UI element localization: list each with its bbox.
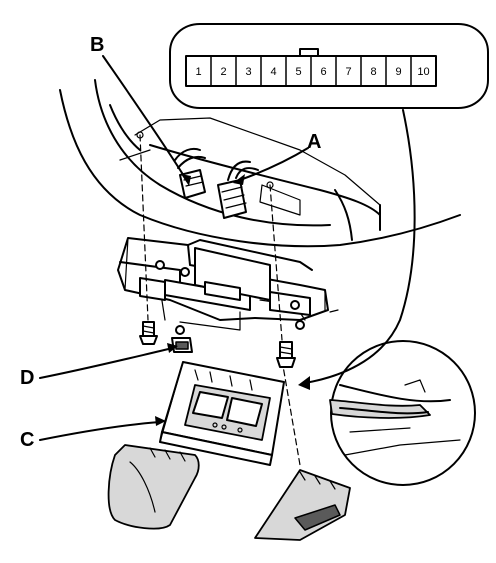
leader-lines [39, 55, 416, 441]
console-bracket [117, 237, 339, 335]
callout-a: A [307, 131, 321, 153]
map-light-housing [159, 361, 285, 466]
pin-number-4: 4 [270, 66, 276, 78]
harness-connectors [136, 131, 301, 219]
pin-number-10: 10 [417, 66, 429, 78]
pin-number-1: 1 [195, 66, 201, 78]
pin-number-6: 6 [320, 66, 326, 78]
connector-pinout-bubble: 1 2 3 4 5 6 7 8 9 10 [169, 23, 489, 109]
pin-number-5: 5 [295, 66, 301, 78]
pin-number-2: 2 [220, 66, 226, 78]
callout-c: C [20, 429, 34, 451]
pin-number-8: 8 [370, 66, 376, 78]
screw-right-icon [276, 341, 296, 368]
pin-number-7: 7 [345, 66, 351, 78]
pin-number-3: 3 [245, 66, 251, 78]
clip-d-icon [171, 337, 193, 353]
lens-cover-left [107, 444, 200, 530]
callout-d: D [20, 367, 34, 389]
roof-panel [59, 79, 461, 248]
screw-left-icon [139, 321, 158, 345]
pin-number-9: 9 [395, 66, 401, 78]
lens-cover-right [254, 469, 351, 541]
detail-magnifier-circle [329, 340, 476, 486]
connector-pin-row: 1 2 3 4 5 6 7 8 9 10 [195, 56, 430, 86]
callout-labels: B A D C [20, 34, 321, 451]
callout-b: B [90, 34, 104, 56]
